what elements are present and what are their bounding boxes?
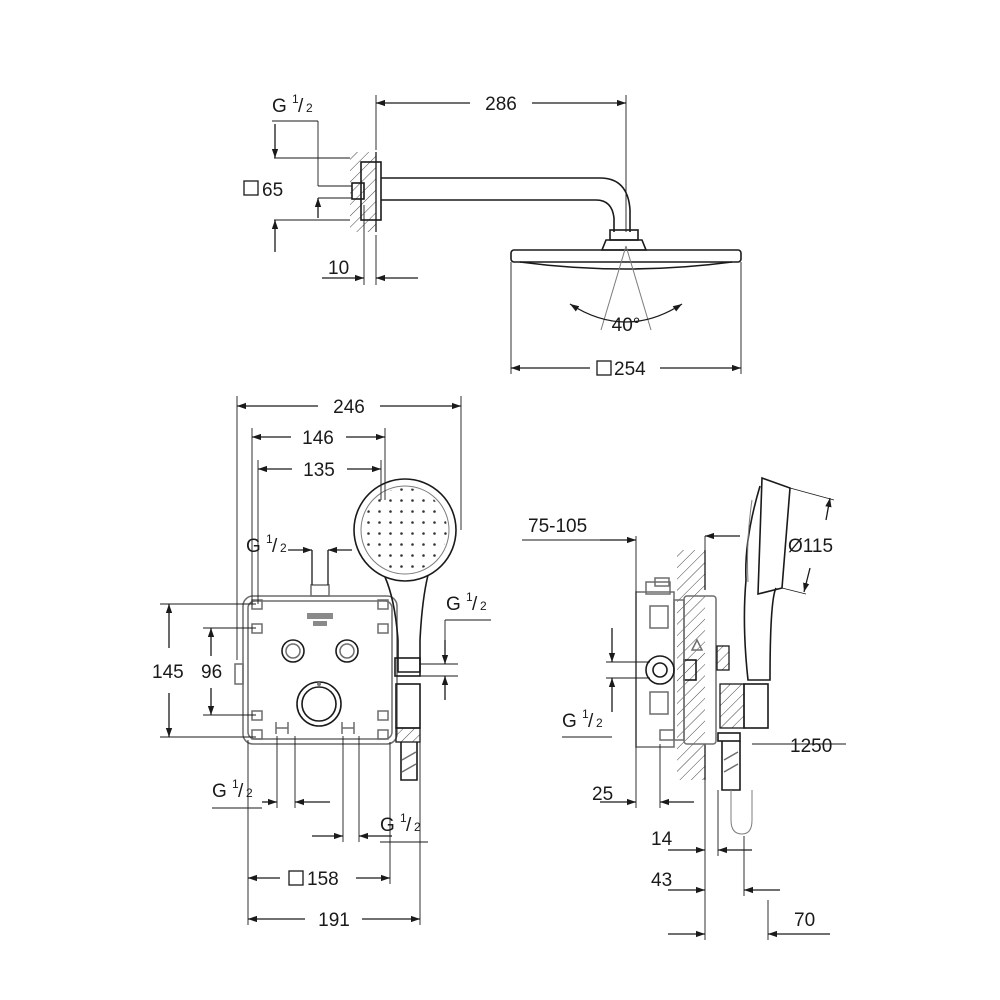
svg-text:/: / [238, 781, 244, 802]
square-symbol-icon [288, 870, 304, 886]
dim-14-label: 14 [651, 829, 673, 850]
svg-text:1: 1 [292, 92, 299, 106]
svg-text:2: 2 [414, 820, 421, 834]
dim-25-label: 25 [592, 784, 613, 805]
side-view: 75-105 Ø115 G 1 / 2 1250 25 [522, 476, 846, 940]
svg-text:/: / [588, 711, 594, 732]
svg-text:2: 2 [480, 599, 487, 613]
square-symbol-icon [596, 360, 612, 376]
thermostat-knob[interactable] [296, 681, 342, 727]
dim-96-label: 96 [201, 662, 222, 683]
svg-text:/: / [272, 536, 278, 557]
push-button-left[interactable] [281, 639, 305, 663]
dim-191-label: 191 [318, 910, 350, 931]
top-connector [310, 584, 330, 597]
wall-flange [360, 161, 382, 221]
dim-146-label: 146 [302, 428, 334, 449]
dim-286-label: 286 [485, 94, 517, 115]
dim-145-label: 145 [152, 662, 184, 683]
dim-10-label: 10 [328, 258, 349, 279]
head-shower-plate [510, 249, 742, 270]
shower-arm-inner [381, 199, 615, 232]
hose-nut [395, 727, 421, 743]
push-button-right[interactable] [335, 639, 359, 663]
dim-43-label: 43 [651, 870, 672, 891]
dim-1250-label: 1250 [790, 736, 832, 757]
svg-text:/: / [472, 594, 478, 615]
cover-plate [683, 595, 717, 745]
svg-text:1: 1 [266, 532, 273, 546]
front-view: 246 146 135 G 1 / 2 145 96 G 1 [152, 396, 491, 931]
wall-outlet-elbow [395, 683, 421, 729]
shower-arm [381, 177, 631, 232]
grohe-logo-icon [307, 613, 333, 626]
wall-outlet-side [743, 683, 769, 729]
dim-70-label: 70 [794, 910, 815, 931]
spray-angle-line-right [625, 245, 652, 331]
svg-text:1: 1 [232, 777, 239, 791]
spray-angle-line-left [600, 245, 627, 331]
thread-label-g-top: G [246, 536, 261, 557]
shower-holder [394, 657, 421, 677]
hatch-wall-icon [350, 152, 377, 232]
outlet-port [645, 655, 675, 685]
side-clip [234, 663, 244, 685]
hand-shower-side [743, 476, 791, 681]
svg-text:2: 2 [306, 101, 313, 115]
thermostat-side [716, 645, 730, 671]
dim-158-label: 158 [307, 869, 339, 890]
svg-text:/: / [406, 815, 412, 836]
svg-text:2: 2 [280, 541, 287, 555]
thread-label-g-bottom-left: G [212, 781, 227, 802]
dim-75-105-label: 75-105 [528, 516, 587, 537]
hose-nut-side [719, 683, 745, 729]
svg-text:1: 1 [582, 707, 589, 721]
mounting-screws [251, 599, 389, 740]
dim-135-label: 135 [303, 460, 335, 481]
angle-arc [569, 303, 683, 323]
dim-246-label: 246 [333, 397, 365, 418]
svg-text:1: 1 [466, 590, 473, 604]
outlet-markers [275, 722, 355, 734]
head-shower-view: 286 G 1 / 2 65 10 40° 254 [243, 92, 742, 380]
thread-connector [351, 182, 365, 200]
square-symbol-icon [243, 180, 259, 196]
svg-text:2: 2 [596, 716, 603, 730]
svg-text:2: 2 [246, 786, 253, 800]
dim-254-label: 254 [614, 359, 646, 380]
thread-label-g: G [272, 96, 287, 117]
svg-text:1: 1 [400, 811, 407, 825]
thread-label-g-bottom-right: G [380, 815, 395, 836]
dim-65-label: 65 [262, 180, 283, 201]
svg-text:/: / [298, 96, 304, 117]
thread-label-g-side: G [562, 711, 577, 732]
hatch-wall-icon [677, 550, 706, 780]
hand-shower [353, 478, 457, 673]
thread-label-g-right: G [446, 594, 461, 615]
dia-115-label: Ø115 [788, 536, 833, 557]
angle-40-label: 40° [612, 315, 641, 336]
